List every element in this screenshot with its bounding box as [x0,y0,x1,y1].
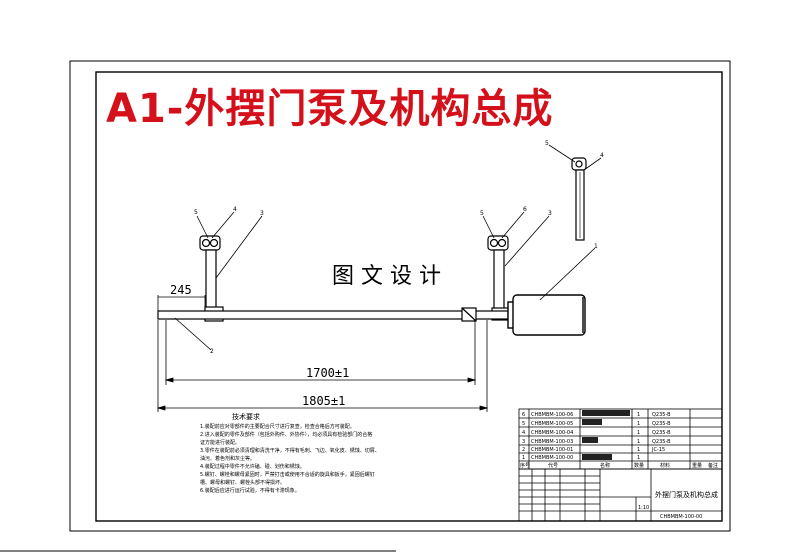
balloon-bar: 2 [210,348,214,355]
bom-mat: JC-15 [651,447,665,453]
titleblock-sheet: 1:10 [638,505,649,511]
left-bracket [199,235,224,322]
title-block [518,468,723,522]
balloon-motor: 1 [594,243,598,250]
balloon-right-a: 5 [480,210,484,217]
bom-code: CHBMBM-100-05 [531,421,573,427]
balloon-right-b: 6 [523,206,527,213]
bom-qty: 1 [637,455,640,461]
note-line: 2.进入装配的零件及部件（包括外购件、外协件），均必须具有检验部门的合格 [200,431,372,438]
bom-code: CHBMBM-100-06 [531,412,573,418]
notes-lines: 1.装配前应对零部件的主要配合尺寸进行复查，检查合格后方可装配。 2.进入装配的… [200,423,380,494]
right-bracket [487,235,511,321]
bom-code: CHBMBM-100-01 [531,447,573,453]
dim-1805: 1805±1 [302,394,345,408]
leaders [174,144,602,351]
balloon-numbers: 5 4 3 5 6 3 5 4 1 2 [194,140,604,355]
bom-code: CHBMBM-100-04 [531,430,573,436]
bom-header: 代号 [548,462,558,469]
watermark: 图 文 设 计 [332,264,441,289]
bom-header: 数量 [634,462,644,469]
note-line: 5.螺钉、螺栓和螺母紧固时，严禁打击或使用不合适的旋具和扳手，紧固后螺钉 [200,471,375,478]
bom-qty: 1 [637,439,640,445]
balloon-left-c: 3 [260,210,264,217]
bom-no: 4 [522,430,525,436]
dim-1700: 1700±1 [306,366,349,380]
inner-frame [95,71,723,522]
bom-qty: 1 [637,447,640,453]
bom-no: 3 [522,439,525,445]
note-line: 槽、螺母和螺钉、螺栓头部不得损坏。 [200,479,285,486]
bom-qty: 1 [637,412,640,418]
outer-frame [69,60,731,532]
bom-code: CHBMBM-100-00 [531,455,573,461]
balloon-left-a: 5 [194,209,198,216]
note-line: 油污、着色剂和灰尘等。 [200,455,255,462]
balloon-left-b: 4 [233,206,237,213]
bom-mat: Q235-B [652,439,671,445]
bom-no: 5 [522,421,525,427]
notes-heading: 技术要求 [232,412,260,421]
balloon-top-a: 5 [545,140,549,147]
bom-header: 重量 [692,462,702,469]
bom-redactions [582,410,630,460]
dim-245: 245 [170,283,192,297]
bom-header: 材料 [660,462,670,469]
bom-header: 备注 [708,462,718,469]
bom-mat: Q235-B [652,412,671,418]
drawing-title: A1-外摆门泵及机构总成 [106,86,553,132]
bom-no: 6 [522,412,525,418]
bom-no: 2 [522,447,525,453]
bom-no: 1 [522,455,525,461]
note-line: 1.装配前应对零部件的主要配合尺寸进行复查，检查合格后方可装配。 [200,423,355,430]
titleblock-code: CHBMBM-100-00 [660,514,702,520]
bom-code: CHBMBM-100-03 [531,439,573,445]
bom-qty: 1 [637,430,640,436]
bom-header: 序号 [520,462,530,469]
balloon-right-c: 3 [548,210,552,217]
bom-mat: Q235-B [652,421,671,427]
balloon-top-b: 4 [600,152,604,159]
bom-mat: Q235-B [652,430,671,436]
bom-text: 6 CHBMBM-100-06 1 Q235-B 5 CHBMBM-100-05… [520,412,718,469]
note-line: 3.零件在装配前必须清理和清洗干净，不得有毛刺、飞边、氧化皮、锈蚀、切屑、 [200,447,380,454]
note-line: 4.装配过程中零件不允许磕、碰、划伤和锈蚀。 [200,463,305,470]
bom-qty: 1 [637,421,640,427]
titleblock-name: 外摆门泵及机构总成 [655,490,718,499]
note-line: 证方能进行装配。 [200,439,240,446]
lever-detail [571,157,587,241]
motor [507,294,586,336]
bom-header: 名称 [600,462,610,469]
note-line: 6.装配后应进行运行试验，不得有卡滞现象。 [200,487,300,494]
dimension-lines [156,295,489,412]
